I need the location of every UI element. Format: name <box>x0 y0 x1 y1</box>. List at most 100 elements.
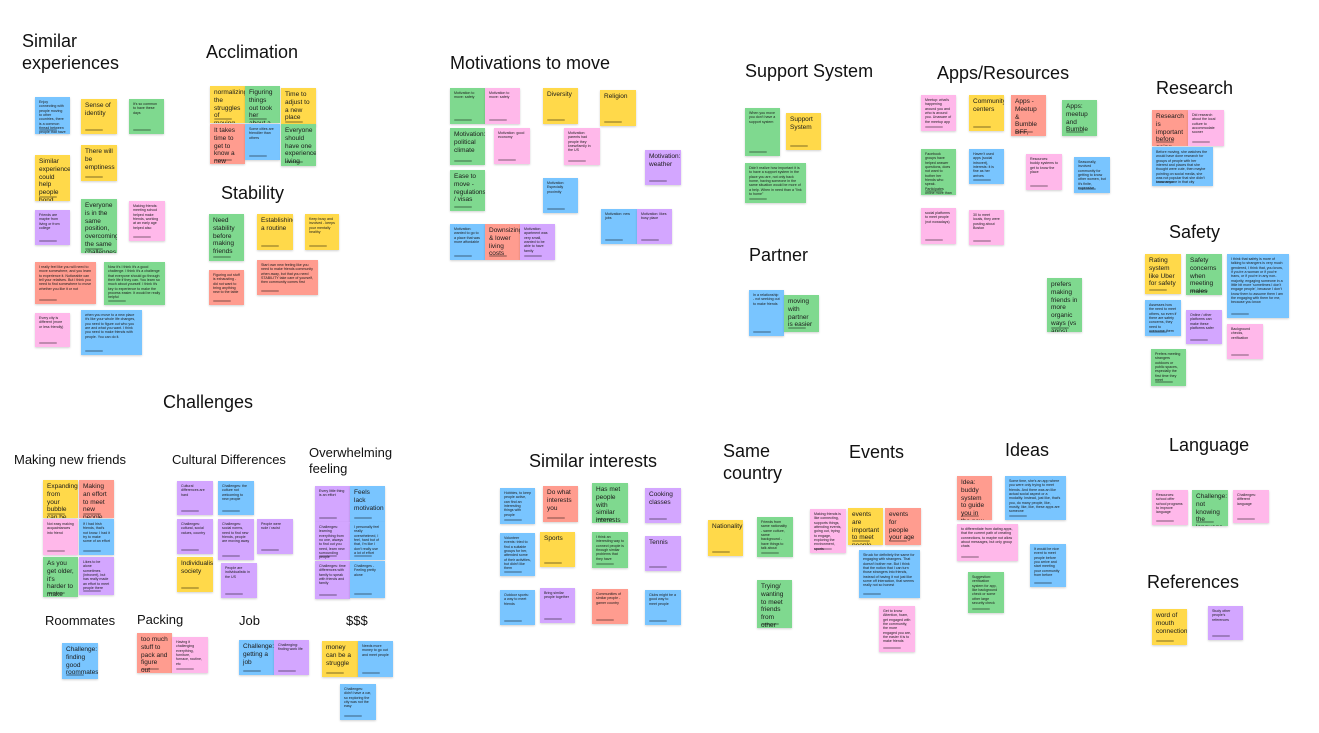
sticky-note[interactable]: Challenging: finding work life <box>274 640 309 675</box>
sticky-note[interactable]: People are individualistic in the US <box>221 563 257 598</box>
sticky-note[interactable]: Motivation to move: safety <box>485 88 520 124</box>
sticky-note[interactable]: Diversity <box>543 88 578 124</box>
sticky-note[interactable]: Hobbies, to keep people active, can find… <box>500 488 535 524</box>
sticky-note[interactable]: When you move you don't have a support s… <box>745 108 780 156</box>
sticky-note[interactable]: Rating system like Uber for safety <box>1145 254 1181 294</box>
sticky-note[interactable]: I think that safety is more of talking t… <box>1227 254 1289 318</box>
sticky-note[interactable]: Sports <box>540 532 575 567</box>
sticky-note[interactable]: word of mouth connections <box>1152 609 1187 645</box>
sticky-note[interactable]: In a relationship - not seeking out to m… <box>749 290 784 336</box>
sticky-note[interactable]: Making an effort to meet new people <box>79 480 114 518</box>
sticky-note[interactable]: to differentiate from dating apps, that … <box>957 524 1018 561</box>
sticky-note[interactable]: Prefers meeting strangers outdoors or pu… <box>1151 349 1186 386</box>
sticky-note[interactable]: Motivation: likes busy place <box>637 209 672 244</box>
sticky-note[interactable]: Challenges: different language <box>1233 490 1269 523</box>
sticky-note[interactable]: Motivation: wanted to go to a place that… <box>450 224 485 260</box>
sticky-note[interactable]: I really feel like you will need to move… <box>35 262 96 304</box>
sticky-note[interactable]: Every city is different (more or less fr… <box>35 313 70 347</box>
sticky-note[interactable]: Challenges: the culture not welcoming to… <box>218 481 254 515</box>
sticky-note[interactable]: Online / other platforms can make these … <box>1186 310 1222 344</box>
sticky-note[interactable]: Friends from same nationality - same cul… <box>757 517 793 557</box>
sticky-note[interactable]: Every little thing is an effort <box>315 486 350 522</box>
sticky-note[interactable]: Everyone is in the same position, overco… <box>81 199 117 253</box>
sticky-note[interactable]: Now it's I think it's a good challenge. … <box>104 262 165 305</box>
sticky-note[interactable]: It would be nice event to meet people be… <box>1030 544 1066 587</box>
sticky-note[interactable]: Trying/ wanting to meet friends from oth… <box>757 580 792 628</box>
sticky-note[interactable]: Challenges: social norms, need to find n… <box>218 519 254 560</box>
sticky-note[interactable]: Apps: meetup and Bumble <box>1062 100 1097 136</box>
sticky-note[interactable]: Didn't realize how important it is to ha… <box>745 163 806 203</box>
sticky-note[interactable]: Challenges: cultural, social values, cou… <box>177 519 213 554</box>
sticky-note[interactable]: Some time, she's an app where you were o… <box>1005 476 1066 520</box>
sticky-note[interactable]: Outdoor sports: a way to meet friends <box>500 590 535 625</box>
sticky-note[interactable]: People were rude / racist <box>257 519 293 554</box>
sticky-note[interactable]: Having it challenging everything, furnit… <box>172 637 208 673</box>
sticky-note[interactable]: Challenges: time differences with family… <box>315 561 350 599</box>
sticky-note[interactable]: Ease to move - regulations / visas <box>450 170 485 211</box>
sticky-note[interactable]: Volunteer events: tried to find a suitab… <box>500 533 535 576</box>
sticky-note[interactable]: Need stability before making friends <box>209 214 244 261</box>
sticky-note[interactable]: Assesses how the need to meet others, so… <box>1145 300 1181 336</box>
sticky-note[interactable]: Study other people's references <box>1208 606 1243 640</box>
sticky-note[interactable]: Motivation: weather <box>645 150 681 185</box>
sticky-note[interactable]: Likes to be alone sometimes (introvert),… <box>79 557 114 595</box>
sticky-note[interactable]: prefers making friends in more organic w… <box>1047 278 1082 332</box>
sticky-note[interactable]: Apps - Meetup & Bumble BFF, Games <box>1011 95 1046 136</box>
sticky-note[interactable]: Struck for definitely the same for engag… <box>859 550 920 598</box>
sticky-note[interactable]: Not easy making acquaintances into frien… <box>43 519 78 555</box>
sticky-note[interactable]: Haven't used apps (social introvert), in… <box>969 149 1004 184</box>
sticky-note[interactable]: Motivation to move: safety <box>450 88 485 124</box>
sticky-note[interactable]: social platforms to meet people (not now… <box>921 208 956 244</box>
sticky-note[interactable]: 30 to meet locals, they were posting abo… <box>969 210 1004 245</box>
sticky-note[interactable]: Idea: buddy system to guide you in the n… <box>957 476 992 520</box>
sticky-note[interactable]: Making friends: meeting school helped ma… <box>129 201 165 241</box>
sticky-note[interactable]: Establishing a routine <box>257 214 293 250</box>
sticky-note[interactable]: Expanding from your bubble can be hard <box>43 480 78 518</box>
sticky-note[interactable]: Keep busy and involved - keeps your ment… <box>305 214 339 250</box>
sticky-note[interactable]: Support System <box>786 113 821 150</box>
sticky-note[interactable]: Meetup: what's happening around you and … <box>921 95 956 131</box>
sticky-note[interactable]: Nationality <box>708 520 743 556</box>
sticky-note[interactable]: Making friends is like connecting, suppo… <box>810 509 846 553</box>
sticky-note[interactable]: As you get older, it's harder to make fr… <box>43 557 78 597</box>
sticky-note[interactable]: Communities of similar people - gamer co… <box>592 589 628 624</box>
sticky-note[interactable]: Background checks, verification <box>1227 324 1263 359</box>
sticky-note[interactable]: Tennis <box>645 536 681 571</box>
sticky-note[interactable]: Religion <box>600 90 636 126</box>
sticky-note[interactable]: Research is important before going <box>1152 110 1188 146</box>
sticky-note[interactable]: Clubs might be a good way to meet people <box>645 590 681 625</box>
sticky-note[interactable]: Needs more money to go out and meet peop… <box>358 641 393 677</box>
sticky-note[interactable]: Facebook groups have helped answer quest… <box>921 149 956 195</box>
sticky-note[interactable]: Challenges: didn't have a car, so explor… <box>340 684 376 720</box>
sticky-note[interactable]: Has met people with similar interests <box>592 483 628 523</box>
sticky-note[interactable]: Similar experiences could help people bo… <box>35 155 70 201</box>
sticky-note[interactable]: events for people your age <box>885 508 921 545</box>
sticky-note[interactable]: Challenge: not knowing the language <box>1192 490 1228 526</box>
sticky-note[interactable]: normalizing the struggles of moving <box>210 86 245 123</box>
sticky-note[interactable]: Before moving, she watches the would hav… <box>1152 147 1213 186</box>
sticky-note[interactable]: Figuring out stuff is exhausting - did n… <box>209 270 244 305</box>
sticky-note[interactable]: Time to adjust to a new place <box>281 88 316 126</box>
sticky-note[interactable]: There will be emptiness <box>81 145 117 181</box>
sticky-note[interactable]: when you move to a new place it's like y… <box>81 310 142 355</box>
sticky-note[interactable]: events are important to meet people <box>848 508 883 545</box>
sticky-note[interactable]: Did research about the local culture to … <box>1188 110 1224 146</box>
sticky-note[interactable]: Community centers <box>969 95 1004 131</box>
sticky-note[interactable]: Feels lack motivation <box>350 486 385 522</box>
sticky-note[interactable]: I personally feel really overwhelmed, I … <box>350 522 385 560</box>
sticky-note[interactable]: Motivation: good economy <box>494 128 530 164</box>
sticky-note[interactable]: Get to know Attention, foam, get engaged… <box>879 606 915 652</box>
sticky-note[interactable]: I think an interesting way to connect pe… <box>592 532 628 568</box>
sticky-note[interactable]: Safety concerns when meeting males <box>1186 254 1222 295</box>
sticky-note[interactable]: Cooking classes <box>645 488 681 523</box>
sticky-note[interactable]: Challenge: finding good roommates <box>62 643 98 679</box>
sticky-note[interactable]: Resources: buddy systems to get to know … <box>1026 154 1062 190</box>
sticky-note[interactable]: Motivation: parents had people they knew… <box>564 128 600 165</box>
sticky-note[interactable]: Motivation: new jobs <box>601 209 637 244</box>
sticky-note[interactable]: Seasonally, involved community for getti… <box>1074 157 1110 193</box>
sticky-note[interactable]: If I had Irish friends, that's not know.… <box>79 519 114 555</box>
sticky-note[interactable]: Cultural differences are hard <box>177 481 213 515</box>
sticky-note[interactable]: Motivation: Especially proximity <box>543 178 578 213</box>
sticky-note[interactable]: money can be a struggle <box>322 641 358 677</box>
